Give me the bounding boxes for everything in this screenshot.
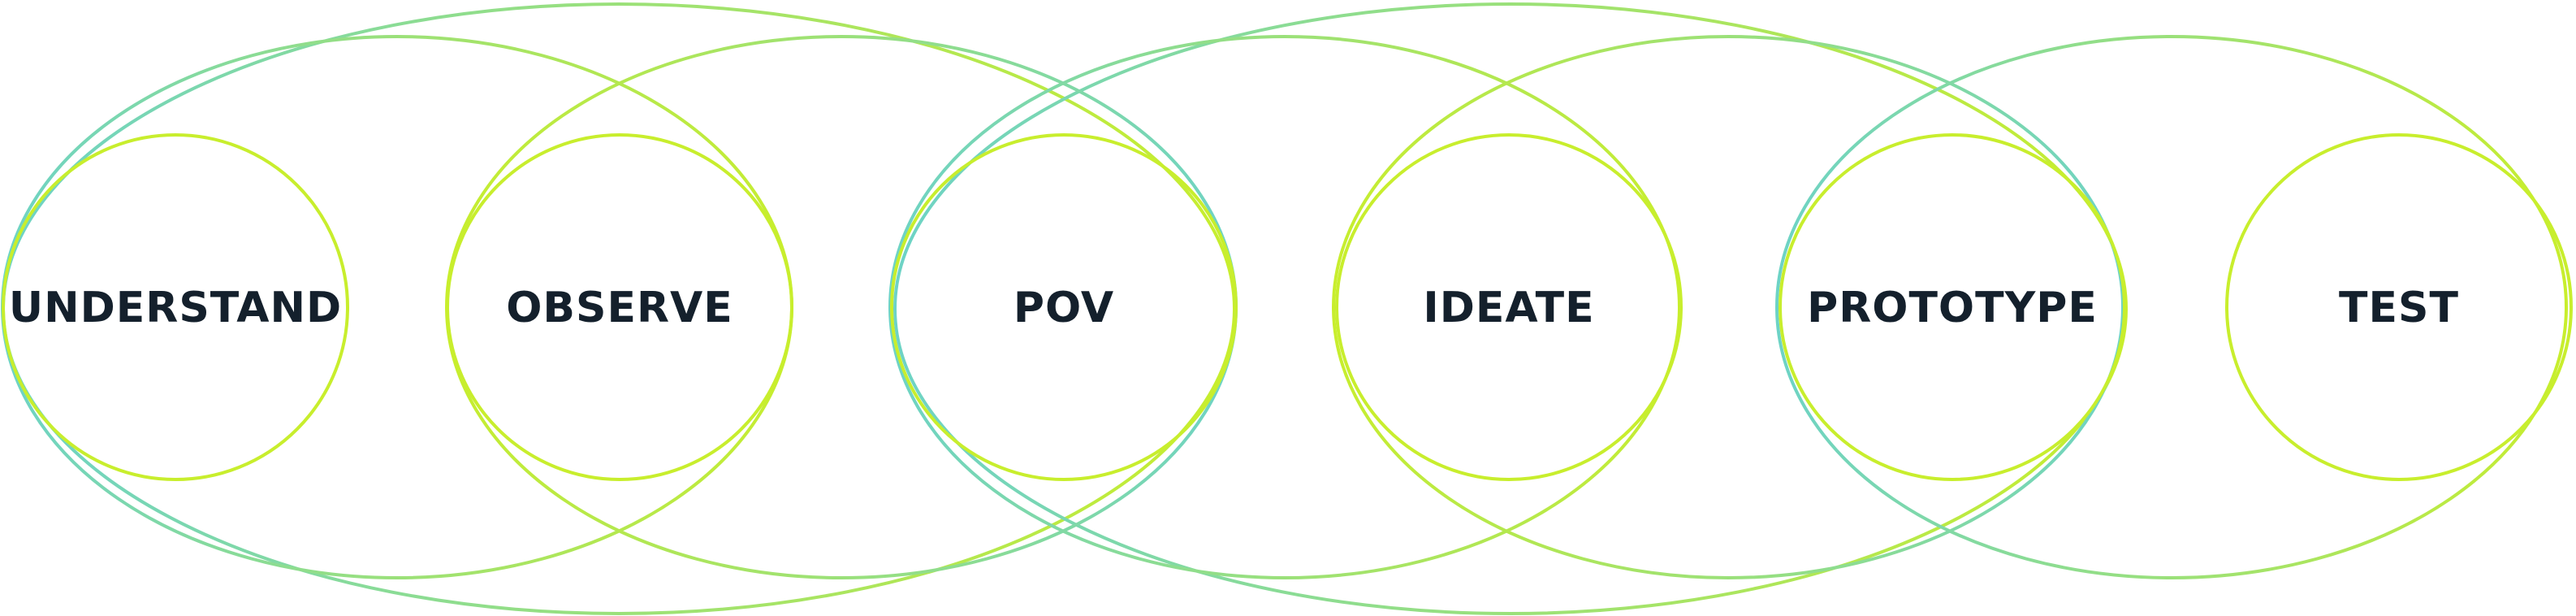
stage-circle-understand — [2, 133, 349, 481]
stage-circle-ideate — [1335, 133, 1683, 481]
stage-circles — [2, 133, 2573, 481]
stage-circle-pov — [890, 133, 1238, 481]
stage-circle-prototype — [1779, 133, 2126, 481]
medium-ellipse-5 — [1775, 35, 2568, 579]
stage-circle-test — [2225, 133, 2573, 481]
stage-label-ideate: IDEATE — [1423, 284, 1594, 332]
stage-label-observe: OBSERVE — [506, 284, 733, 332]
medium-ellipses — [1, 35, 2568, 579]
stage-circle-observe — [446, 133, 793, 481]
stage-labels: UNDERSTAND OBSERVE POV IDEATE PROTOTYPE … — [9, 284, 2459, 332]
stage-label-understand: UNDERSTAND — [9, 284, 342, 332]
stage-label-pov: POV — [1014, 284, 1114, 332]
outer-ellipse-right — [893, 2, 2128, 615]
stage-label-test: TEST — [2339, 284, 2459, 332]
stage-label-prototype: PROTOTYPE — [1807, 284, 2098, 332]
